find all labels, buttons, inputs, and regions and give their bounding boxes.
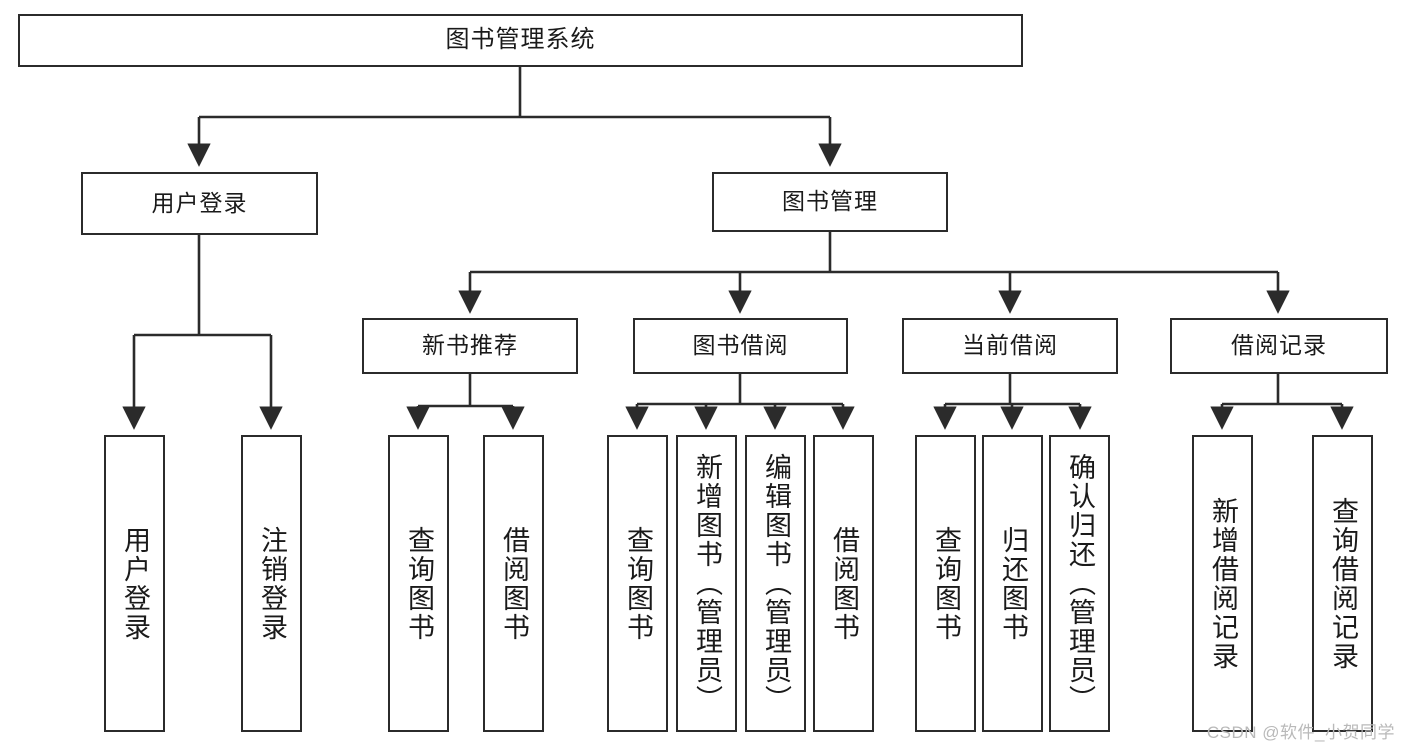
leaf-confirm-return-admin-label: 确认归还（管理员）	[1064, 453, 1095, 714]
leaf-current-query-book[interactable]: 查询图书	[915, 435, 976, 732]
node-borrow-records[interactable]: 借阅记录	[1170, 318, 1388, 374]
leaf-new-book-borrow-label: 借阅图书	[498, 525, 529, 642]
node-new-book-recommendation[interactable]: 新书推荐	[362, 318, 578, 374]
node-user-login-label: 用户登录	[151, 189, 248, 216]
node-book-management-label: 图书管理	[782, 188, 878, 215]
leaf-new-book-query[interactable]: 查询图书	[388, 435, 449, 732]
leaf-add-borrow-record[interactable]: 新增借阅记录	[1192, 435, 1253, 732]
leaf-current-query-book-label: 查询图书	[930, 525, 961, 642]
leaf-return-book[interactable]: 归还图书	[982, 435, 1043, 732]
leaf-new-book-borrow[interactable]: 借阅图书	[483, 435, 544, 732]
leaf-query-borrow-record[interactable]: 查询借阅记录	[1312, 435, 1373, 732]
leaf-edit-book-admin[interactable]: 编辑图书（管理员）	[745, 435, 806, 732]
leaf-borrow-book-label: 借阅图书	[828, 525, 859, 642]
leaf-add-book-admin[interactable]: 新增图书（管理员）	[676, 435, 737, 732]
node-borrow-records-label: 借阅记录	[1231, 332, 1327, 359]
node-new-book-recommendation-label: 新书推荐	[422, 332, 518, 359]
node-current-borrow-label: 当前借阅	[962, 332, 1058, 359]
node-current-borrow[interactable]: 当前借阅	[902, 318, 1118, 374]
leaf-return-book-label: 归还图书	[997, 525, 1028, 642]
leaf-borrow-query-book[interactable]: 查询图书	[607, 435, 668, 732]
node-book-borrow-label: 图书借阅	[692, 332, 789, 359]
leaf-borrow-query-book-label: 查询图书	[622, 525, 653, 642]
node-user-login[interactable]: 用户登录	[81, 172, 318, 235]
node-book-management[interactable]: 图书管理	[712, 172, 948, 232]
leaf-logout[interactable]: 注销登录	[241, 435, 302, 732]
leaf-user-login[interactable]: 用户登录	[104, 435, 165, 732]
leaf-borrow-book[interactable]: 借阅图书	[813, 435, 874, 732]
leaf-edit-book-admin-label: 编辑图书（管理员）	[760, 453, 791, 714]
node-root[interactable]: 图书管理系统	[18, 14, 1023, 67]
node-book-borrow[interactable]: 图书借阅	[633, 318, 848, 374]
leaf-logout-label: 注销登录	[256, 525, 287, 642]
leaf-add-borrow-record-label: 新增借阅记录	[1207, 496, 1238, 671]
leaf-user-login-label: 用户登录	[119, 525, 150, 642]
leaf-confirm-return-admin[interactable]: 确认归还（管理员）	[1049, 435, 1110, 732]
leaf-new-book-query-label: 查询图书	[403, 525, 434, 642]
leaf-query-borrow-record-label: 查询借阅记录	[1327, 496, 1358, 671]
leaf-add-book-admin-label: 新增图书（管理员）	[691, 453, 722, 714]
node-root-label: 图书管理系统	[445, 26, 596, 54]
